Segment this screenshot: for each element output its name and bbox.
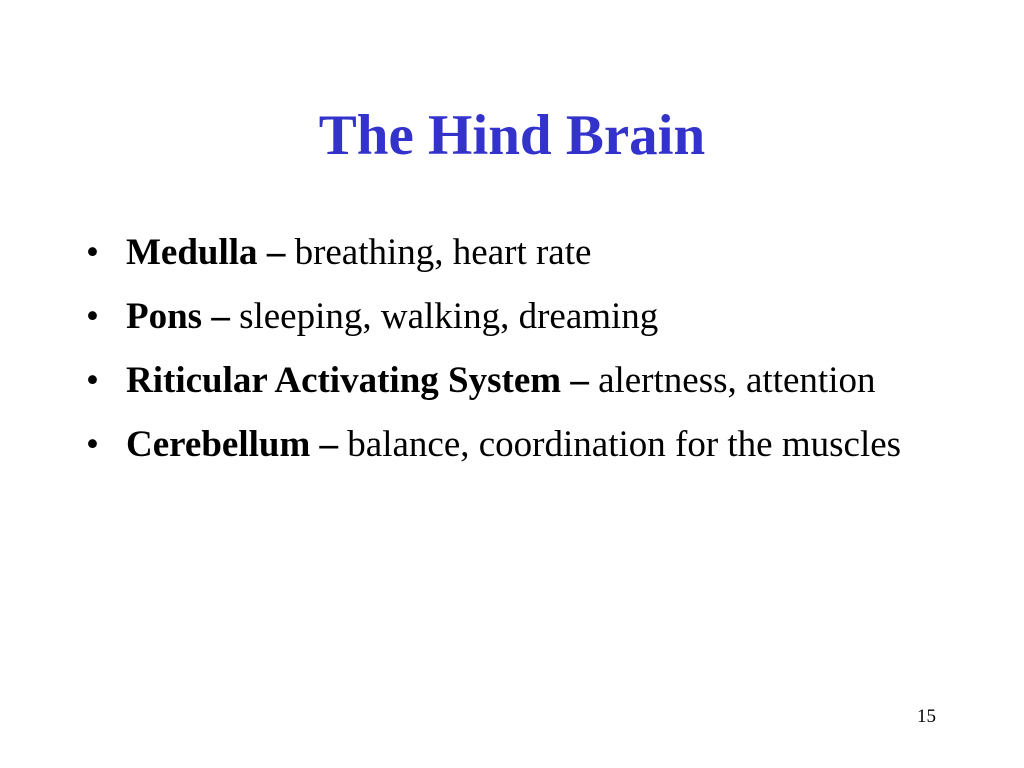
slide-title: The Hind Brain [318,104,706,167]
bullet-description: alertness, attention [598,360,876,401]
bullet-item-reticular-activating-system: • Riticular Activating System – alertness… [86,354,946,408]
bullet-description: sleeping, walking, dreaming [239,296,659,337]
bullet-dash: – [561,360,599,401]
bullet-term: Medulla [126,232,258,273]
bullet-description: breathing, heart rate [294,232,592,273]
bullet-term: Cerebellum [126,424,311,465]
bullet-point-icon: • [86,424,99,465]
bullet-dash: – [202,296,240,337]
bullet-item-cerebellum: • Cerebellum – balance, coordination for … [86,418,946,472]
bullet-description: balance, coordination for the muscles [347,424,902,465]
bullet-point-icon: • [86,296,99,337]
bullet-dash: – [310,424,348,465]
bullet-dash: – [257,232,295,273]
bullet-point-icon: • [86,232,99,273]
page-number: 15 [917,706,936,727]
bullet-list: • Medulla – breathing, heart rate • Pons –… [86,226,946,482]
bullet-term: Pons [126,296,203,337]
bullet-term: Riticular Activating System [126,360,562,401]
bullet-point-icon: • [86,360,99,401]
bullet-item-medulla: • Medulla – breathing, heart rate [86,226,946,280]
bullet-item-pons: • Pons – sleeping, walking, dreaming [86,290,946,344]
